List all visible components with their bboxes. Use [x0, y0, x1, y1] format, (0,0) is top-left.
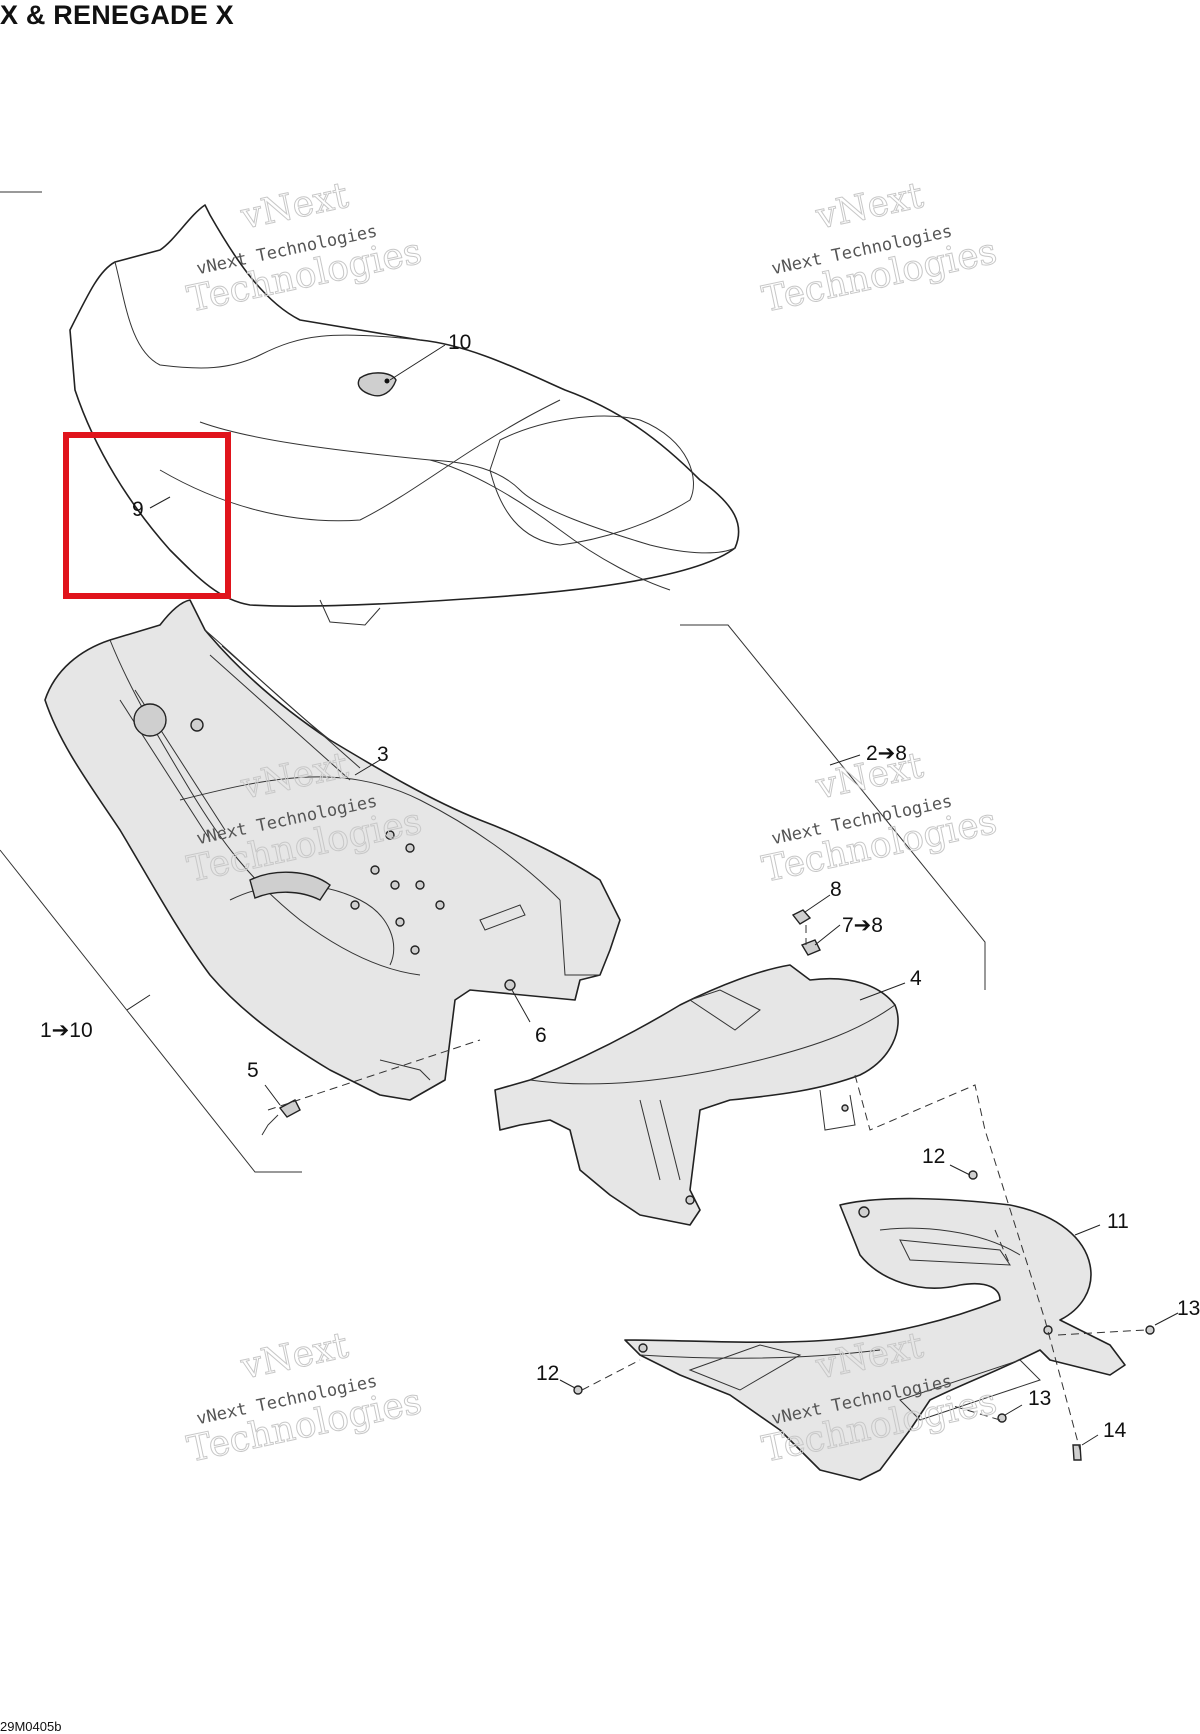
group-brackets [0, 624, 986, 1173]
callout-5: 5 [247, 1059, 259, 1082]
body-holes [133, 703, 445, 955]
callout-13-bottom: 13 [1028, 1387, 1051, 1410]
callout-4: 4 [910, 967, 922, 990]
highlight-box [63, 432, 231, 599]
callout-10: 10 [448, 331, 471, 354]
svg-text:vNext: vNext [237, 1325, 353, 1388]
callout-2-8: 2➔8 [866, 742, 907, 765]
callout-12-bottom: 12 [536, 1362, 559, 1385]
watermarks: vNext vNext Technologies Technologies vN… [183, 174, 1001, 1471]
svg-text:vNext: vNext [237, 175, 353, 238]
callout-13-right: 13 [1177, 1297, 1200, 1320]
callout-6: 6 [535, 1024, 547, 1047]
callout-9: 9 [132, 498, 144, 521]
callout-labels: 9 10 3 2➔8 8 7➔8 4 1➔10 6 5 12 11 13 12 … [40, 331, 1200, 1442]
callout-11: 11 [1107, 1210, 1129, 1233]
assembly-lines [267, 925, 1146, 1451]
callout-14: 14 [1103, 1419, 1127, 1442]
callout-8: 8 [830, 878, 842, 901]
seat-part[interactable] [69, 204, 740, 626]
page-title: X & RENEGADE X [0, 0, 234, 30]
callout-12-top: 12 [922, 1145, 945, 1168]
leader-lines [126, 344, 1179, 1446]
callout-7-8: 7➔8 [842, 914, 883, 937]
lower-fascia-part[interactable] [624, 1197, 1126, 1481]
bumper-part[interactable] [494, 964, 899, 1226]
drawing-code: 29M0405b [0, 1719, 62, 1734]
fasteners [261, 909, 1155, 1461]
body-part[interactable] [44, 599, 621, 1101]
svg-text:vNext: vNext [812, 175, 928, 238]
callout-1-10: 1➔10 [40, 1019, 93, 1042]
callout-3: 3 [377, 743, 389, 766]
